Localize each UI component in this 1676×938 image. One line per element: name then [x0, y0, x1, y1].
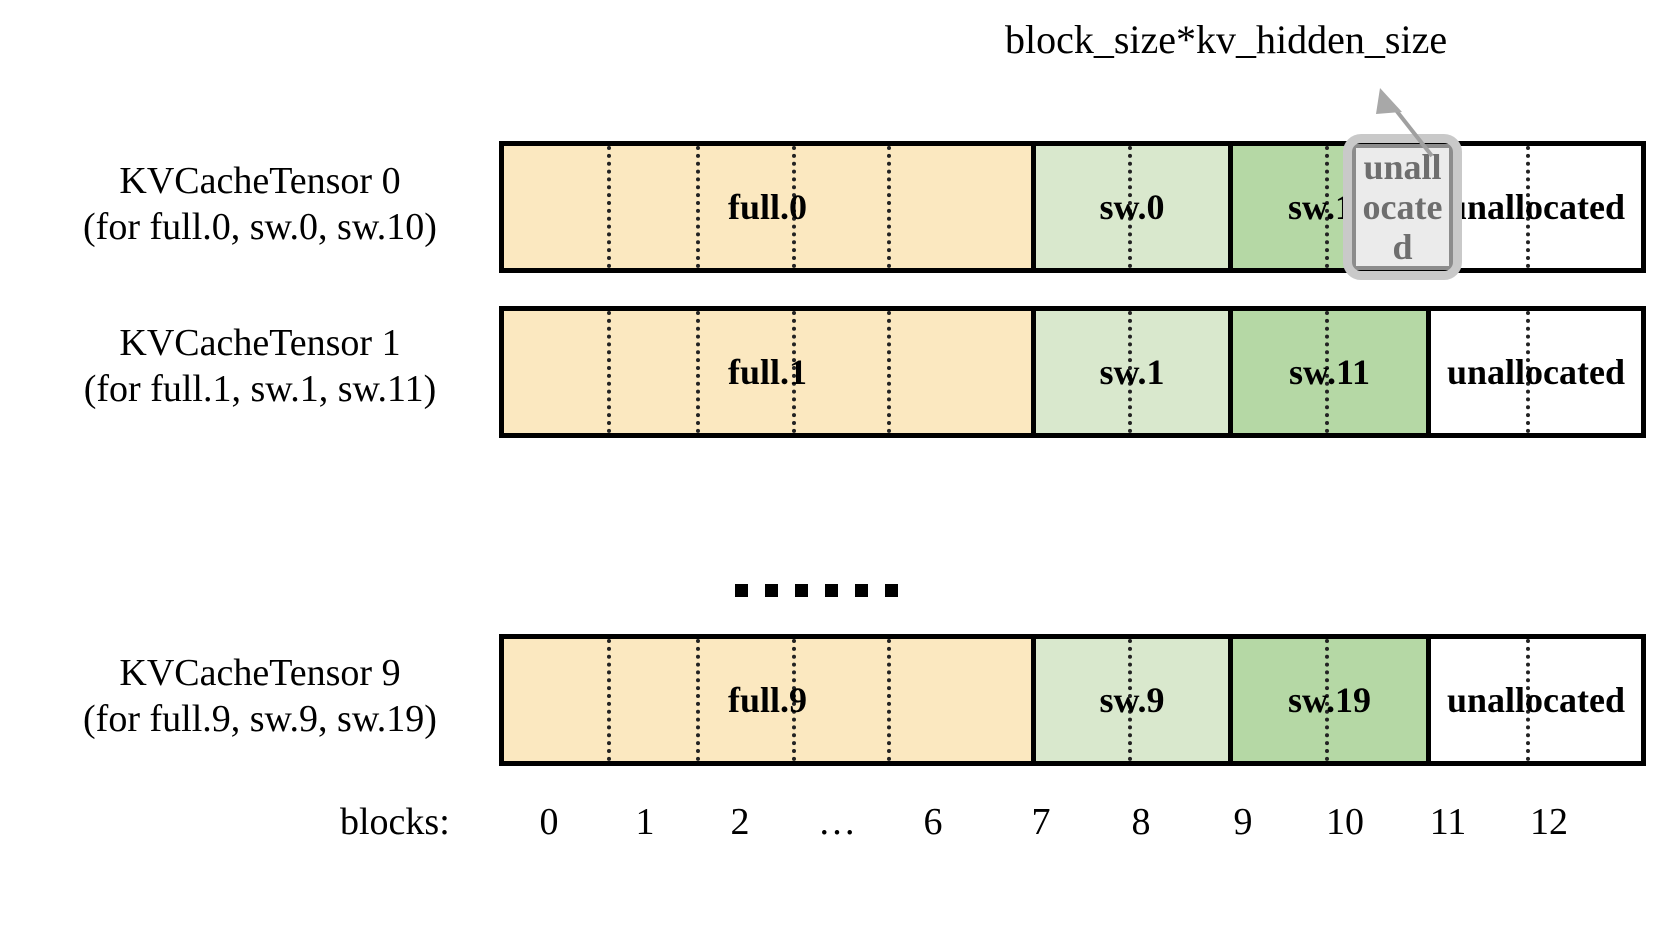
segment-sw-dark-1[interactable]: sw.11 [1228, 311, 1426, 433]
blocks-axis-tick-3: … [818, 801, 856, 843]
segment-sw-light-0[interactable]: sw.0 [1031, 146, 1229, 268]
blocks-axis-tick-6: 8 [1131, 801, 1151, 843]
callout-arrow-icon [1376, 88, 1434, 158]
blocks-axis-tick-1: 1 [635, 801, 655, 843]
segment-sw-dark-9-label: sw.19 [1287, 680, 1372, 720]
segment-unallocated-9[interactable]: unallocated [1426, 639, 1641, 761]
segment-unallocated-1-label: unallocated [1446, 352, 1625, 392]
blocks-axis-tick-9: 11 [1429, 801, 1467, 843]
row-label-1-line2: (for full.1, sw.1, sw.11) [83, 368, 437, 410]
row-label-9-line2: (for full.9, sw.9, sw.19) [83, 698, 437, 740]
segment-sw-light-1-label: sw.1 [1099, 352, 1165, 392]
row-label-0-line2: (for full.0, sw.0, sw.10) [83, 206, 437, 248]
segment-full-9-label: full.9 [728, 680, 808, 720]
blocks-axis-tick-10: 12 [1530, 801, 1568, 843]
segment-unallocated-1[interactable]: unallocated [1426, 311, 1641, 433]
segment-full-1-label: full.1 [728, 352, 808, 392]
blocks-axis-title: blocks: [340, 801, 450, 843]
blocks-axis-tick-8: 10 [1326, 801, 1364, 843]
segment-sw-light-1[interactable]: sw.1 [1031, 311, 1229, 433]
segment-sw-dark-9[interactable]: sw.19 [1228, 639, 1426, 761]
blocks-axis-tick-7: 9 [1233, 801, 1253, 843]
blocks-axis-tick-0: 0 [539, 801, 559, 843]
vertical-ellipsis-marker [735, 584, 898, 597]
row-label-1-line1: KVCacheTensor 1 [119, 322, 401, 364]
kvcache-tensor-bar-1[interactable]: full.1 sw.1 sw.11 unallocated [499, 306, 1646, 438]
blocks-axis-tick-5: 7 [1031, 801, 1051, 843]
blocks-axis-tick-2: 2 [730, 801, 750, 843]
row-label-9-line1: KVCacheTensor 9 [119, 652, 401, 694]
kvcache-tensor-bar-9[interactable]: full.9 sw.9 sw.19 unallocated [499, 634, 1646, 766]
segment-full-9[interactable]: full.9 [504, 639, 1032, 761]
row-label-0-line1: KVCacheTensor 0 [119, 160, 401, 202]
highlighted-block-fill: unallocated [1352, 144, 1453, 270]
segment-full-1[interactable]: full.1 [504, 311, 1032, 433]
blocks-axis-tick-4: 6 [923, 801, 943, 843]
segment-sw-light-0-label: sw.0 [1099, 187, 1165, 227]
row-label-1: KVCacheTensor 1 (for full.1, sw.1, sw.11… [30, 320, 490, 412]
row-label-0: KVCacheTensor 0 (for full.0, sw.0, sw.10… [30, 158, 490, 250]
callout-label: block_size*kv_hidden_size [1005, 17, 1448, 62]
segment-full-0-label: full.0 [728, 187, 808, 227]
segment-unallocated-0-label: unallocated [1446, 187, 1625, 227]
row-label-9: KVCacheTensor 9 (for full.9, sw.9, sw.19… [30, 650, 490, 742]
segment-sw-light-9-label: sw.9 [1099, 680, 1165, 720]
segment-sw-dark-1-label: sw.11 [1288, 352, 1371, 392]
segment-full-0[interactable]: full.0 [504, 146, 1032, 268]
segment-sw-light-9[interactable]: sw.9 [1031, 639, 1229, 761]
segment-unallocated-9-label: unallocated [1446, 680, 1625, 720]
